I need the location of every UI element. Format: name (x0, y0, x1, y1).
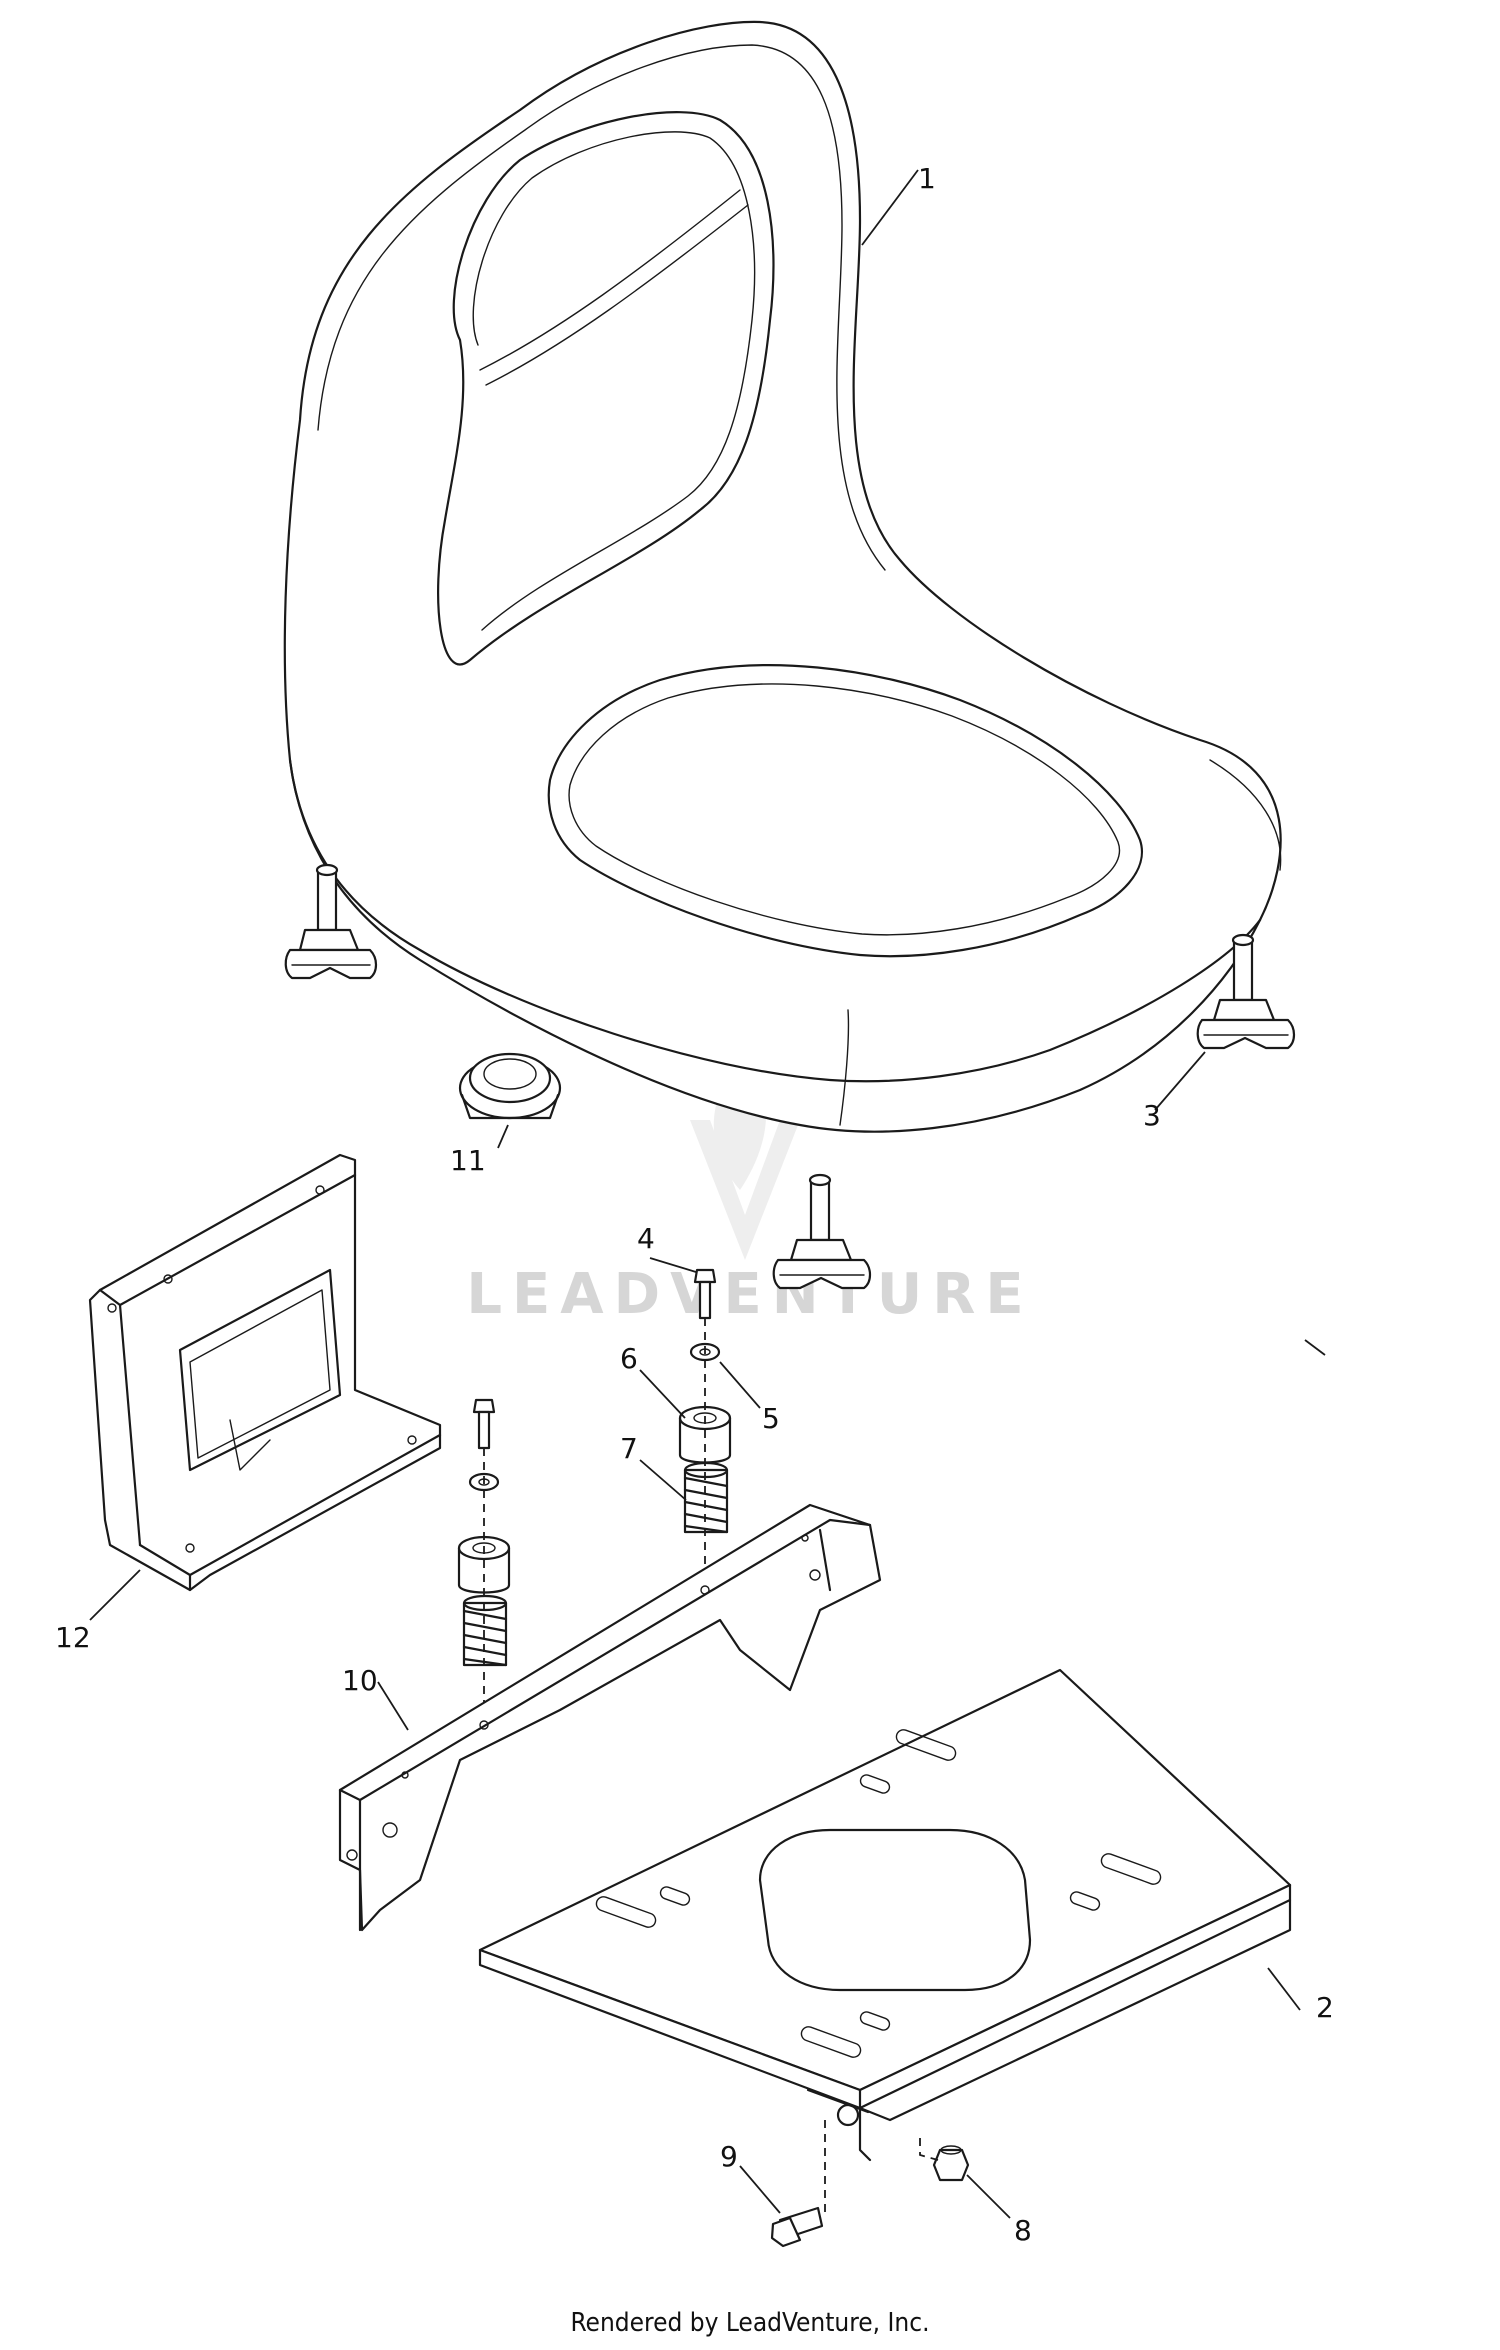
seat-part-1[interactable] (283, 20, 1282, 1133)
alignment-line-nut (919, 2138, 939, 2161)
spring-left[interactable] (462, 1594, 508, 1667)
callout-12[interactable]: 12 (55, 1621, 91, 1654)
callout-8[interactable]: 8 (1014, 2214, 1032, 2247)
watermark: LEADVENTURE (466, 1060, 1033, 1327)
seat-switch-part-11[interactable] (458, 1052, 562, 1120)
bracket-part-12[interactable] (88, 1153, 442, 1592)
bolt-left[interactable] (472, 1398, 496, 1450)
knob-part-3-left[interactable] (284, 863, 378, 980)
callout-1[interactable]: 1 (918, 162, 936, 195)
footer-credit: Rendered by LeadVenture, Inc. (570, 2308, 930, 2338)
callout-2[interactable]: 2 (1316, 1991, 1334, 2024)
callout-10[interactable]: 10 (342, 1664, 378, 1697)
leader-lines (89, 169, 1326, 2219)
callout-7[interactable]: 7 (620, 1432, 638, 1465)
bolt-part-4[interactable] (693, 1268, 717, 1320)
callout-6[interactable]: 6 (620, 1342, 638, 1375)
callout-3[interactable]: 3 (1143, 1099, 1161, 1132)
knob-part-3-right[interactable] (1196, 933, 1296, 1050)
rail-part-10[interactable] (338, 1503, 882, 1932)
watermark-text: LEADVENTURE (466, 1262, 1033, 1327)
spring-part-7[interactable] (683, 1461, 729, 1534)
seat-plate-part-2[interactable] (478, 1668, 1292, 2162)
callout-9[interactable]: 9 (720, 2140, 738, 2173)
bolt-part-9[interactable] (770, 2206, 824, 2248)
callout-11[interactable]: 11 (450, 1144, 486, 1177)
knob-part-3-center[interactable] (772, 1173, 872, 1290)
callout-5[interactable]: 5 (762, 1402, 780, 1435)
callout-4[interactable]: 4 (637, 1222, 655, 1255)
nut-part-8[interactable] (932, 2145, 970, 2182)
